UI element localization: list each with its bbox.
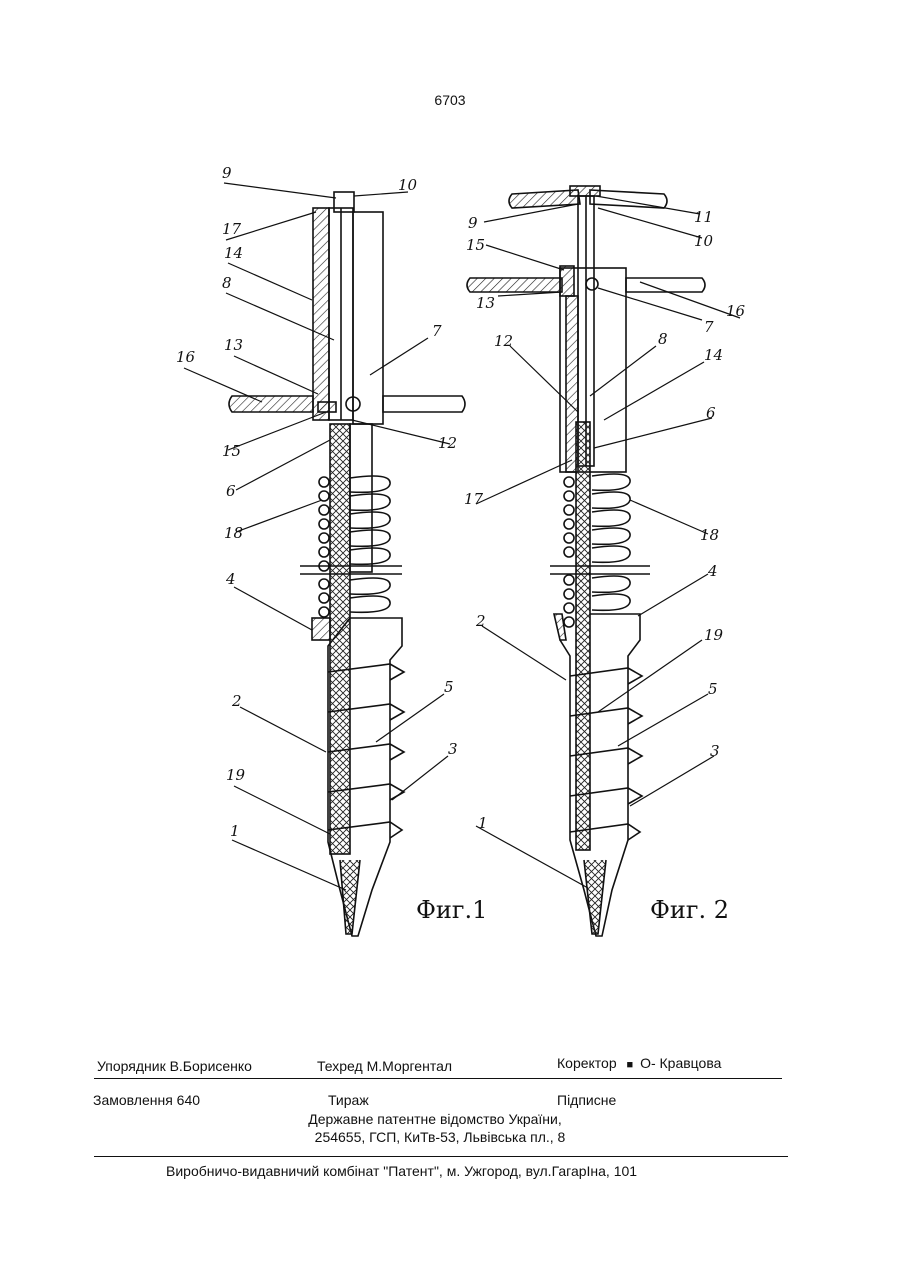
spring-coils-fig2 — [564, 477, 574, 627]
fig2-label-16: 16 — [726, 302, 746, 320]
fig1-label-14: 14 — [224, 244, 243, 262]
fig1-label-6: 6 — [226, 482, 236, 500]
fig2-label-8: 8 — [658, 330, 668, 348]
fig2-label-18: 18 — [700, 526, 719, 544]
order-number: Замовлення 640 — [93, 1092, 200, 1108]
housing-fig1 — [353, 212, 383, 424]
fig2-label-3: 3 — [710, 742, 720, 760]
circulation: Тираж — [328, 1092, 369, 1108]
fig2-label-4: 4 — [707, 562, 718, 580]
fig1-label-2: 2 — [231, 692, 242, 710]
compiler: Упорядник В.Борисенко — [97, 1058, 252, 1074]
fig1-label-18: 18 — [224, 524, 243, 542]
top-handle-right-fig2 — [590, 190, 667, 208]
fig2-label-15: 15 — [466, 236, 485, 254]
fig1-label-15: 15 — [222, 442, 241, 460]
fig2-label-1: 1 — [478, 814, 488, 832]
fig1-label-8: 8 — [222, 274, 232, 292]
fig1-label-13: 13 — [224, 336, 243, 354]
fig2-label-19: 19 — [704, 626, 724, 644]
figure-2 — [467, 186, 705, 936]
office-address: 254655, ГСП, КиТв-53, Львівська пл., 8 — [0, 1129, 880, 1145]
signed: Підписне — [557, 1092, 616, 1108]
printer-info: Виробничо-видавничий комбінат "Патент", … — [166, 1163, 637, 1179]
handle-left-fig1 — [229, 396, 313, 412]
fig1-label-7: 7 — [432, 322, 442, 340]
fig2-label-9: 9 — [468, 214, 478, 232]
fig1-label-9: 9 — [222, 164, 232, 182]
fig2-label-2: 2 — [475, 612, 486, 630]
fig2-label-14: 14 — [704, 346, 723, 364]
outer-sleeve-fig1 — [313, 208, 329, 420]
fig1-label-16: 16 — [176, 348, 196, 366]
corrector-label: Коректор — [557, 1055, 617, 1071]
fig1-label-4: 4 — [225, 570, 236, 588]
corrector: Коректор ■ О- Кравцова — [557, 1055, 721, 1071]
square-bullet-icon: ■ — [627, 1059, 634, 1071]
fig2-label-6: 6 — [706, 404, 716, 422]
fig2-label-7: 7 — [704, 318, 714, 336]
handle-right-fig2 — [626, 278, 705, 292]
office-name: Державне патентне відомство України, — [0, 1111, 870, 1127]
fig1-label-19: 19 — [226, 766, 246, 784]
spring-coils-fig1 — [319, 477, 329, 617]
shaft-fig2 — [576, 422, 590, 850]
fig1-label-17: 17 — [222, 220, 242, 238]
fig1-label-10: 10 — [398, 176, 418, 194]
figure-1-caption: Фиг.1 — [416, 896, 487, 924]
fig2-label-5: 5 — [708, 680, 718, 698]
fig1-label-3: 3 — [448, 740, 458, 758]
fig2-label-17: 17 — [464, 490, 484, 508]
handle-left-fig2 — [467, 278, 562, 292]
fig1-label-1: 1 — [230, 822, 240, 840]
fig1-label-12: 12 — [438, 434, 457, 452]
rod-top-fig1 — [334, 192, 354, 212]
fig1-label-5: 5 — [444, 678, 454, 696]
figure-1 — [229, 192, 465, 936]
tech-editor: Техред М.Моргентал — [317, 1058, 452, 1074]
corrector-name: О- Кравцова — [640, 1055, 721, 1071]
footer-divider-top — [94, 1078, 782, 1079]
footer-divider-bottom — [94, 1156, 788, 1157]
fig2-label-10: 10 — [694, 232, 714, 250]
handle-right-fig1 — [383, 396, 465, 412]
fig2-label-12: 12 — [494, 332, 513, 350]
figure-2-caption: Фиг. 2 — [650, 896, 729, 924]
spring-loops-fig2 — [592, 474, 630, 610]
fig2-label-13: 13 — [476, 294, 495, 312]
spring-loops-fig1 — [350, 476, 390, 612]
fig2-label-11: 11 — [694, 208, 713, 226]
